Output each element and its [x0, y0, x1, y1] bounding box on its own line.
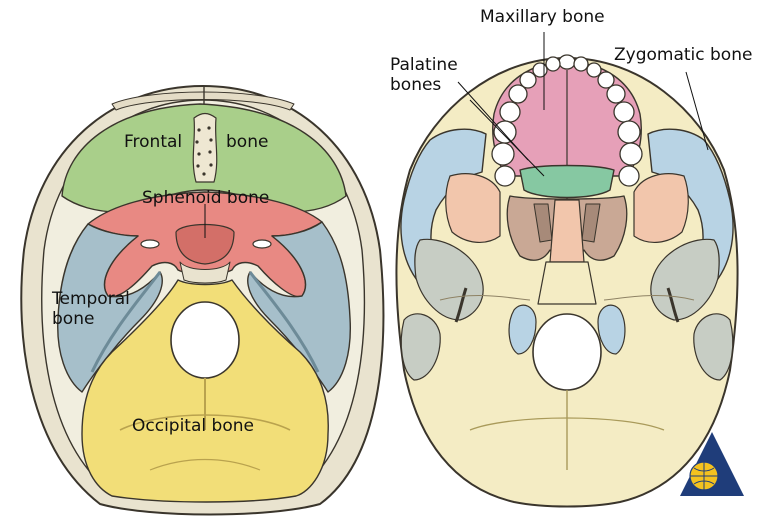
palatine-bones-region	[520, 166, 614, 198]
sphenoid-label: Sphenoid bone	[142, 189, 269, 209]
frontal-label-left: Frontal	[124, 133, 182, 153]
right-foramen-magnum	[533, 314, 601, 390]
occipital-label: Occipital bone	[132, 417, 254, 437]
palatine-label: Palatine bones	[390, 56, 458, 95]
left-optic-foramen	[141, 240, 159, 248]
frontal-label-right: bone	[226, 133, 268, 153]
right-skull-view	[396, 32, 737, 507]
zygomatic-label: Zygomatic bone	[614, 46, 752, 66]
right-optic-foramen	[253, 240, 271, 248]
temporal-label: Temporal bone	[52, 290, 130, 329]
cribriform-plate	[193, 114, 216, 183]
maxillary-label: Maxillary bone	[480, 8, 605, 28]
left-foramen-magnum	[171, 302, 239, 378]
